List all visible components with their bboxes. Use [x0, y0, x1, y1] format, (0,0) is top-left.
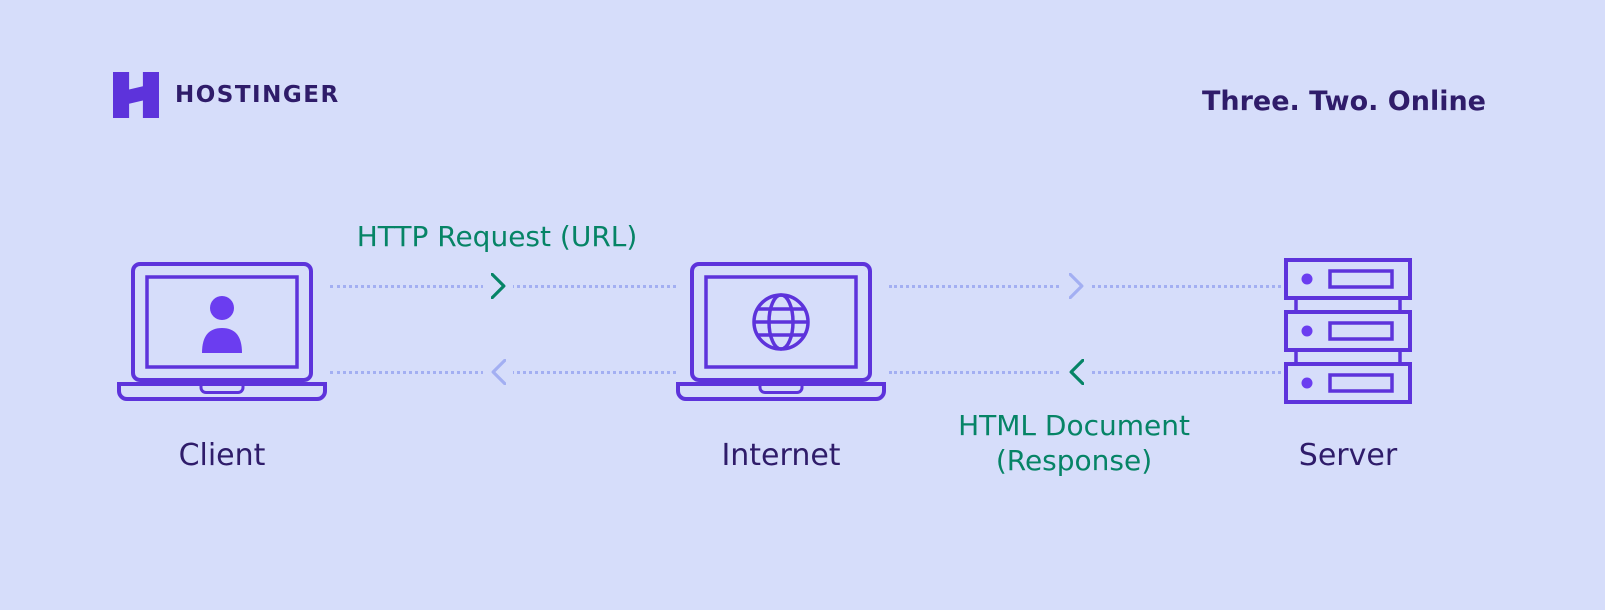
- laptop-globe-icon: [676, 262, 886, 401]
- html-response-label-line1: HTML Document: [958, 409, 1190, 442]
- brand-wordmark: HOSTINGER: [175, 82, 340, 108]
- internet-label: Internet: [721, 438, 841, 473]
- http-request-label: HTTP Request (URL): [356, 220, 638, 253]
- server-label: Server: [1298, 438, 1398, 473]
- client-label: Client: [178, 438, 266, 473]
- html-response-label-line2: (Response): [995, 444, 1153, 477]
- laptop-user-icon: [117, 262, 327, 401]
- hostinger-h-logo-icon: [113, 72, 159, 118]
- server-stack-icon: [1284, 258, 1412, 404]
- arrow-right-lavender-icon: [1061, 271, 1091, 301]
- arrow-left-green-icon: [1061, 357, 1091, 387]
- brand-tagline: Three. Two. Online: [1201, 86, 1486, 117]
- html-response-label: HTML Document (Response): [884, 408, 1264, 478]
- arrow-left-lavender-icon: [483, 357, 513, 387]
- arrow-right-green-icon: [483, 271, 513, 301]
- hostinger-logo: HOSTINGER: [113, 72, 340, 118]
